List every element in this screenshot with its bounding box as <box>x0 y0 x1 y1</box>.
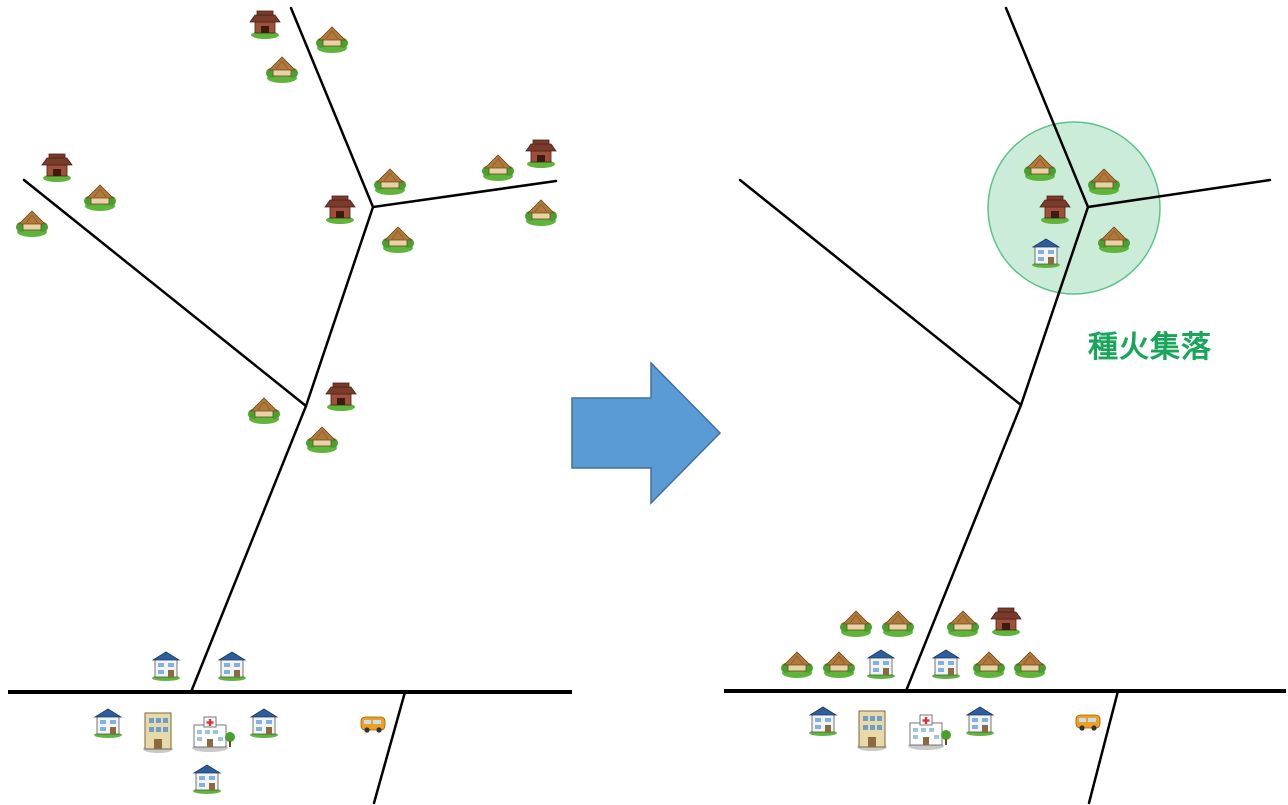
shrine-icon <box>324 195 356 225</box>
thatched-house-icon <box>373 168 407 196</box>
left-west-branch-road <box>22 178 308 408</box>
right-east-branch-road <box>1086 178 1272 209</box>
modern-house-icon <box>217 651 247 682</box>
right-side-road <box>1087 689 1120 805</box>
office-building-icon <box>856 710 888 752</box>
shrine-icon <box>525 139 557 169</box>
seed-settlement-label: 種火集落 <box>1088 330 1212 365</box>
thatched-house-icon <box>265 56 299 84</box>
transition-arrow <box>571 361 722 505</box>
modern-house-icon <box>931 649 961 680</box>
modern-house-icon <box>866 649 896 680</box>
shrine-icon <box>990 607 1022 637</box>
left-east-branch-road <box>371 179 558 209</box>
thatched-house-icon <box>305 426 339 454</box>
seed-settlement-circle <box>987 121 1161 295</box>
modern-house-icon <box>151 651 181 682</box>
modern-house-icon <box>965 706 995 737</box>
left-side-road <box>372 690 407 805</box>
right-trunk-road <box>904 6 1090 693</box>
right-west-branch-road <box>738 178 1023 407</box>
hospital-icon <box>191 716 236 753</box>
thatched-house-icon <box>946 610 980 638</box>
thatched-house-icon <box>881 610 915 638</box>
modern-house-icon <box>192 764 222 795</box>
shrine-icon <box>249 10 281 40</box>
thatched-house-icon <box>972 651 1006 679</box>
modern-house-icon <box>249 708 279 739</box>
thatched-house-icon <box>83 184 117 212</box>
thatched-house-icon <box>481 154 515 182</box>
thatched-house-icon <box>822 651 856 679</box>
hospital-icon <box>907 714 952 751</box>
office-building-icon <box>142 712 174 754</box>
left-panel <box>8 6 572 805</box>
shrine-icon <box>325 382 357 412</box>
modern-house-icon <box>808 706 838 737</box>
thatched-house-icon <box>15 210 49 238</box>
bus-icon <box>1075 714 1101 732</box>
thatched-house-icon <box>315 26 349 54</box>
shrine-icon <box>41 153 73 183</box>
bus-icon <box>360 716 386 734</box>
right-panel <box>724 6 1286 805</box>
thatched-house-icon <box>247 397 281 425</box>
thatched-house-icon <box>1013 651 1047 679</box>
left-trunk-road <box>189 6 375 694</box>
thatched-house-icon <box>839 610 873 638</box>
thatched-house-icon <box>524 199 558 227</box>
thatched-house-icon <box>780 651 814 679</box>
modern-house-icon <box>93 708 123 739</box>
thatched-house-icon <box>381 226 415 254</box>
